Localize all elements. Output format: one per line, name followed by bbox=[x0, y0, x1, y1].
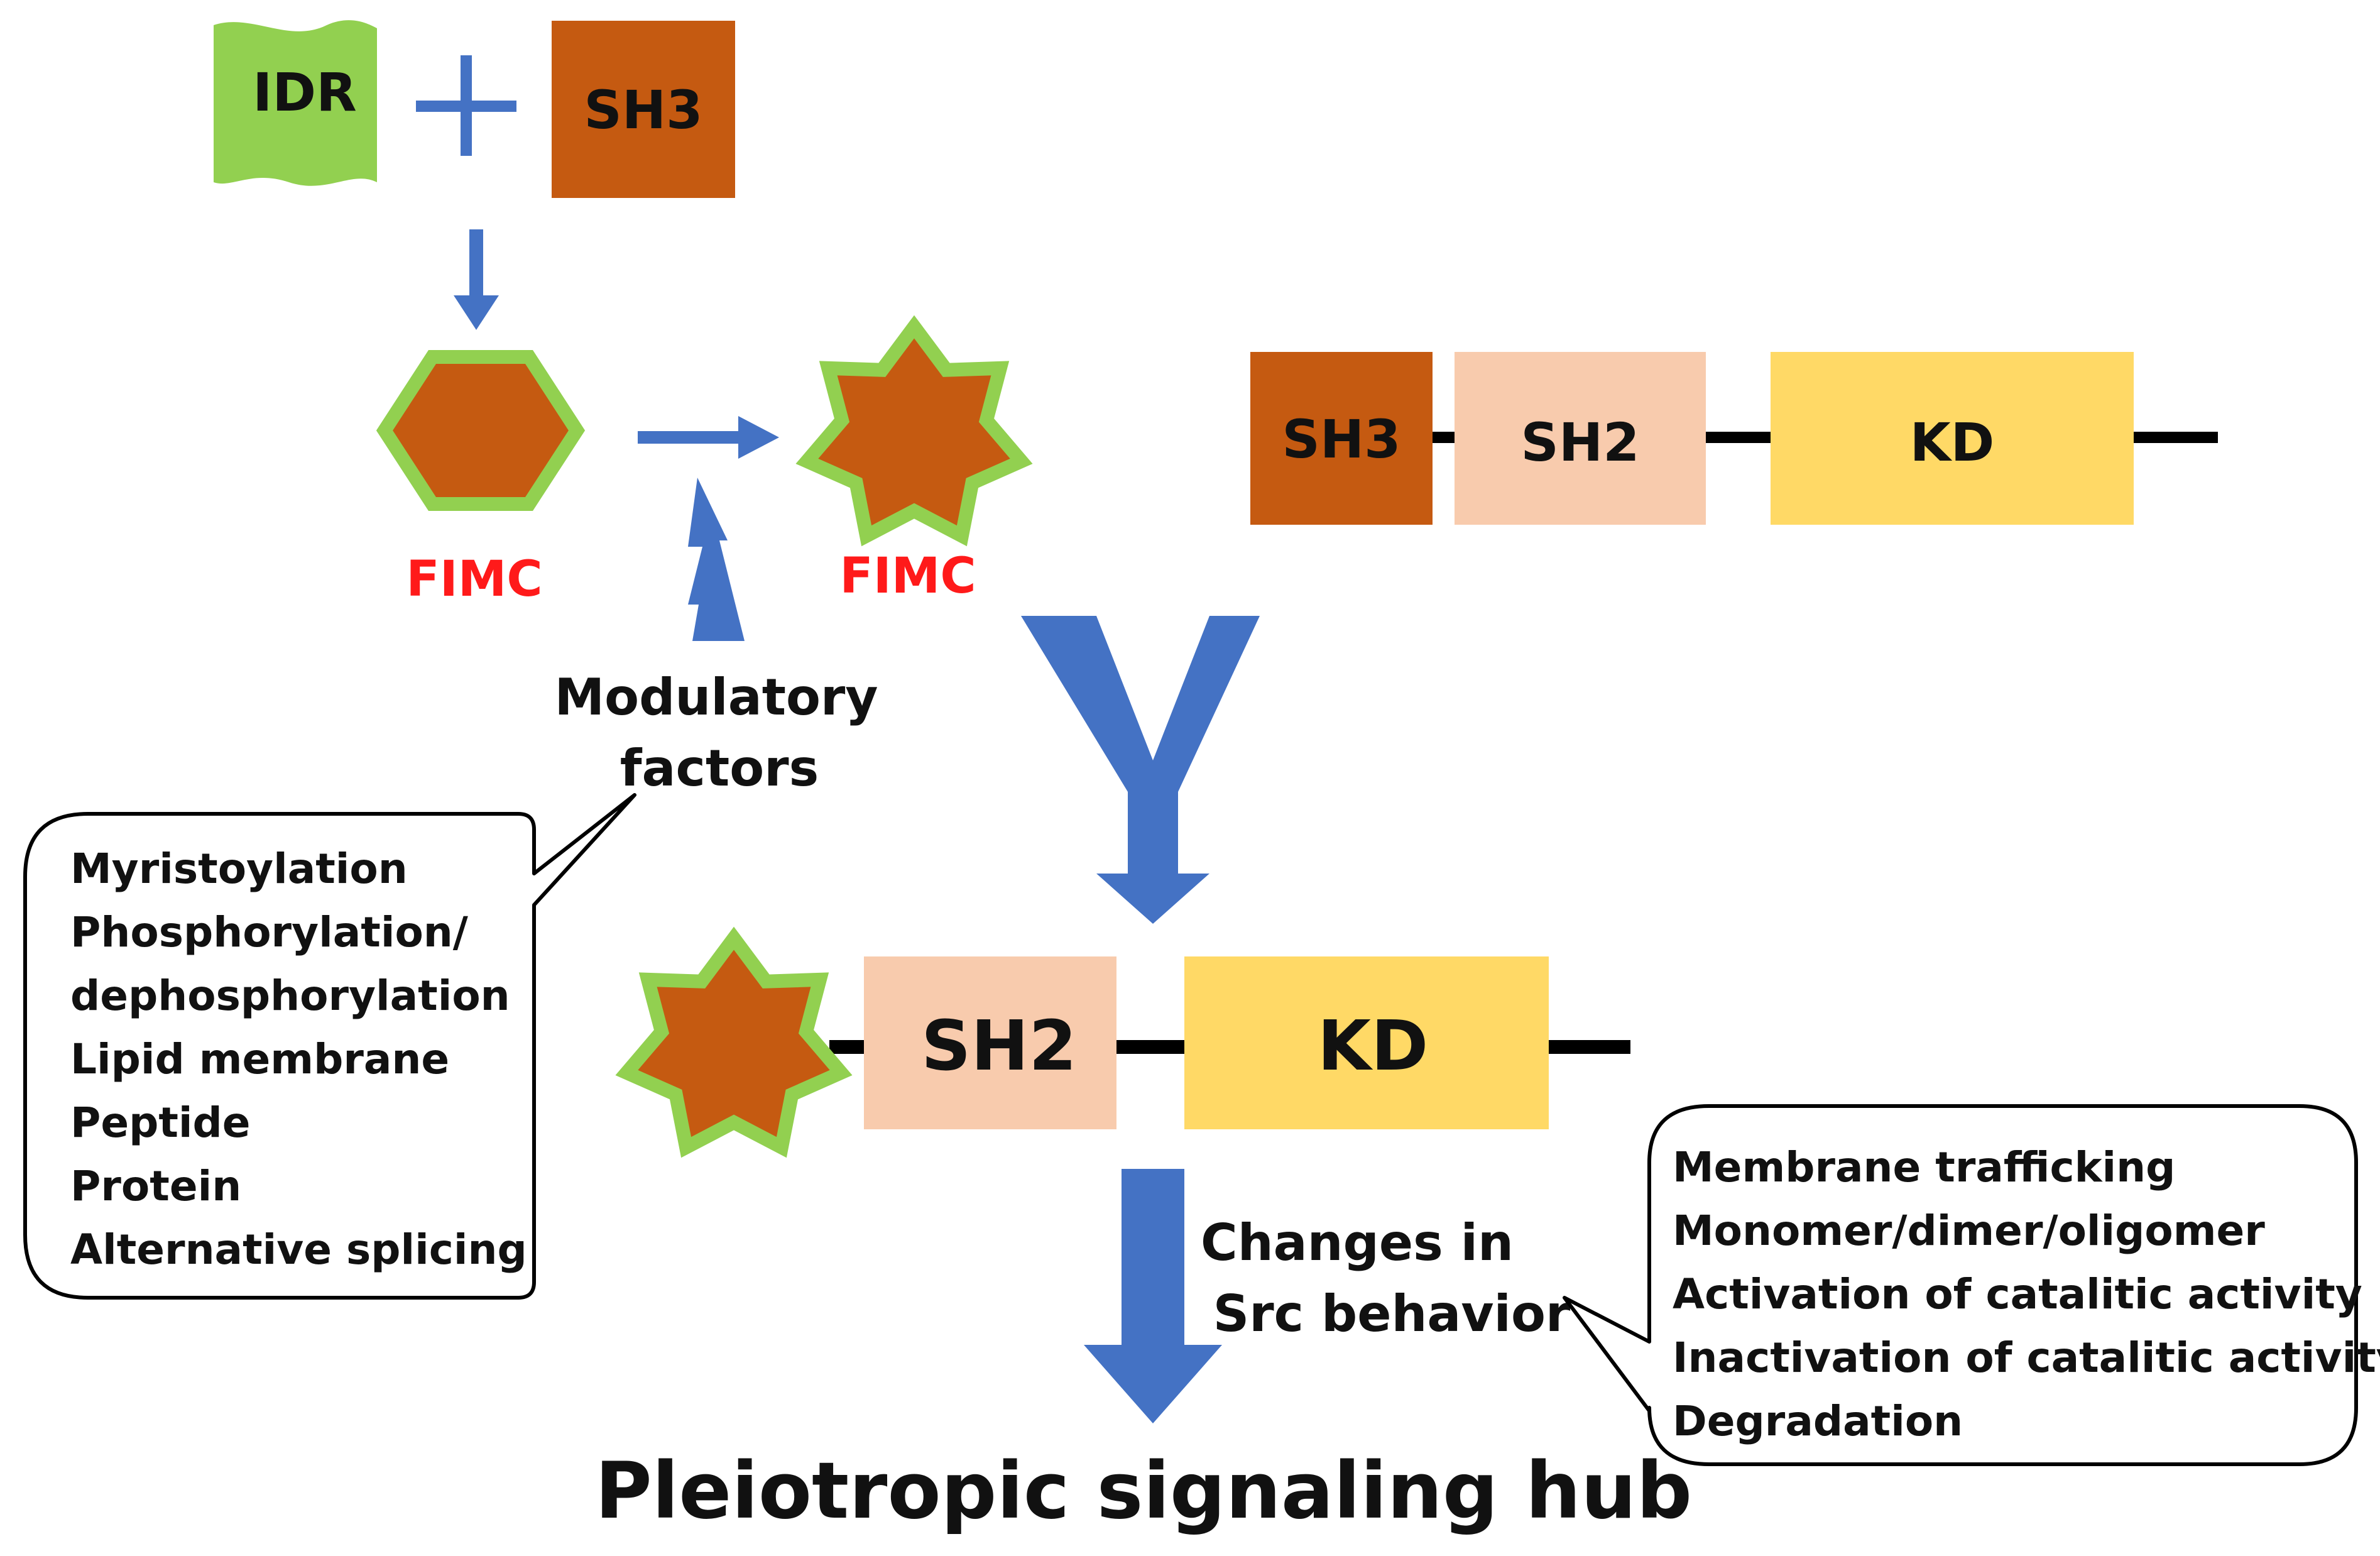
hub-label: Pleiotropic signaling hub bbox=[595, 1446, 1692, 1537]
factors-list: MyristoylationPhosphorylation/dephosphor… bbox=[70, 845, 527, 1274]
factor-item: Phosphorylation/ bbox=[70, 908, 469, 956]
fimc-hexagon bbox=[376, 350, 586, 511]
sh3-block-top bbox=[552, 21, 735, 198]
factor-item: dephosphorylation bbox=[70, 972, 510, 1020]
sh3-label-top: SH3 bbox=[584, 79, 702, 141]
behavior-item: Degradation bbox=[1673, 1397, 1963, 1445]
fimc-left-label: FIMC bbox=[406, 551, 542, 608]
factor-item: Peptide bbox=[70, 1099, 251, 1147]
modulatory-label-line1: Modulatory bbox=[555, 668, 878, 726]
down-arrow-small bbox=[454, 229, 499, 330]
behavior-list: Membrane traffickingMonomer/dimer/oligom… bbox=[1673, 1143, 2380, 1445]
behavior-item: Inactivation of catalitic activity bbox=[1673, 1334, 2380, 1382]
behavior-bubble bbox=[1563, 1104, 2358, 1466]
factor-item: Alternative splicing bbox=[70, 1225, 527, 1274]
kd-label-bottom: KD bbox=[1318, 1005, 1429, 1086]
fimc-star-top bbox=[795, 315, 1033, 547]
behavior-item: Membrane trafficking bbox=[1673, 1143, 2175, 1192]
factor-item: Lipid membrane bbox=[70, 1035, 449, 1083]
down-arrow-big bbox=[1084, 1169, 1222, 1423]
kd-block-top bbox=[1771, 352, 2134, 525]
sh2-block-top bbox=[1455, 352, 1706, 525]
changes-label-line1: Changes in bbox=[1201, 1214, 1514, 1272]
behavior-item: Activation of catalitic activity bbox=[1673, 1270, 2362, 1318]
changes-label-line2: Src behavior bbox=[1213, 1285, 1571, 1343]
sh2-block-bottom bbox=[864, 956, 1116, 1129]
factors-bubble bbox=[23, 793, 636, 1300]
factor-item: Protein bbox=[70, 1162, 241, 1210]
sh3-block-chain bbox=[1250, 352, 1433, 525]
merge-arrow bbox=[1021, 616, 1260, 924]
sh3-label-chain: SH3 bbox=[1282, 408, 1400, 470]
right-arrow bbox=[638, 416, 779, 459]
fimc-star-bottom bbox=[615, 926, 853, 1158]
idr-label: IDR bbox=[253, 62, 357, 123]
factor-item: Myristoylation bbox=[70, 845, 408, 893]
sh2-label-bottom: SH2 bbox=[921, 1005, 1077, 1086]
plus-icon bbox=[416, 55, 516, 156]
sh2-label-top: SH2 bbox=[1520, 412, 1639, 473]
idr-block bbox=[214, 20, 377, 186]
modulatory-label-line2: factors bbox=[620, 739, 819, 797]
lightning-icon bbox=[688, 478, 745, 641]
behavior-item: Monomer/dimer/oligomer bbox=[1673, 1207, 2265, 1255]
fimc-right-label: FIMC bbox=[839, 548, 976, 605]
kd-block-bottom bbox=[1184, 956, 1549, 1129]
kd-label-top: KD bbox=[1910, 412, 1995, 473]
